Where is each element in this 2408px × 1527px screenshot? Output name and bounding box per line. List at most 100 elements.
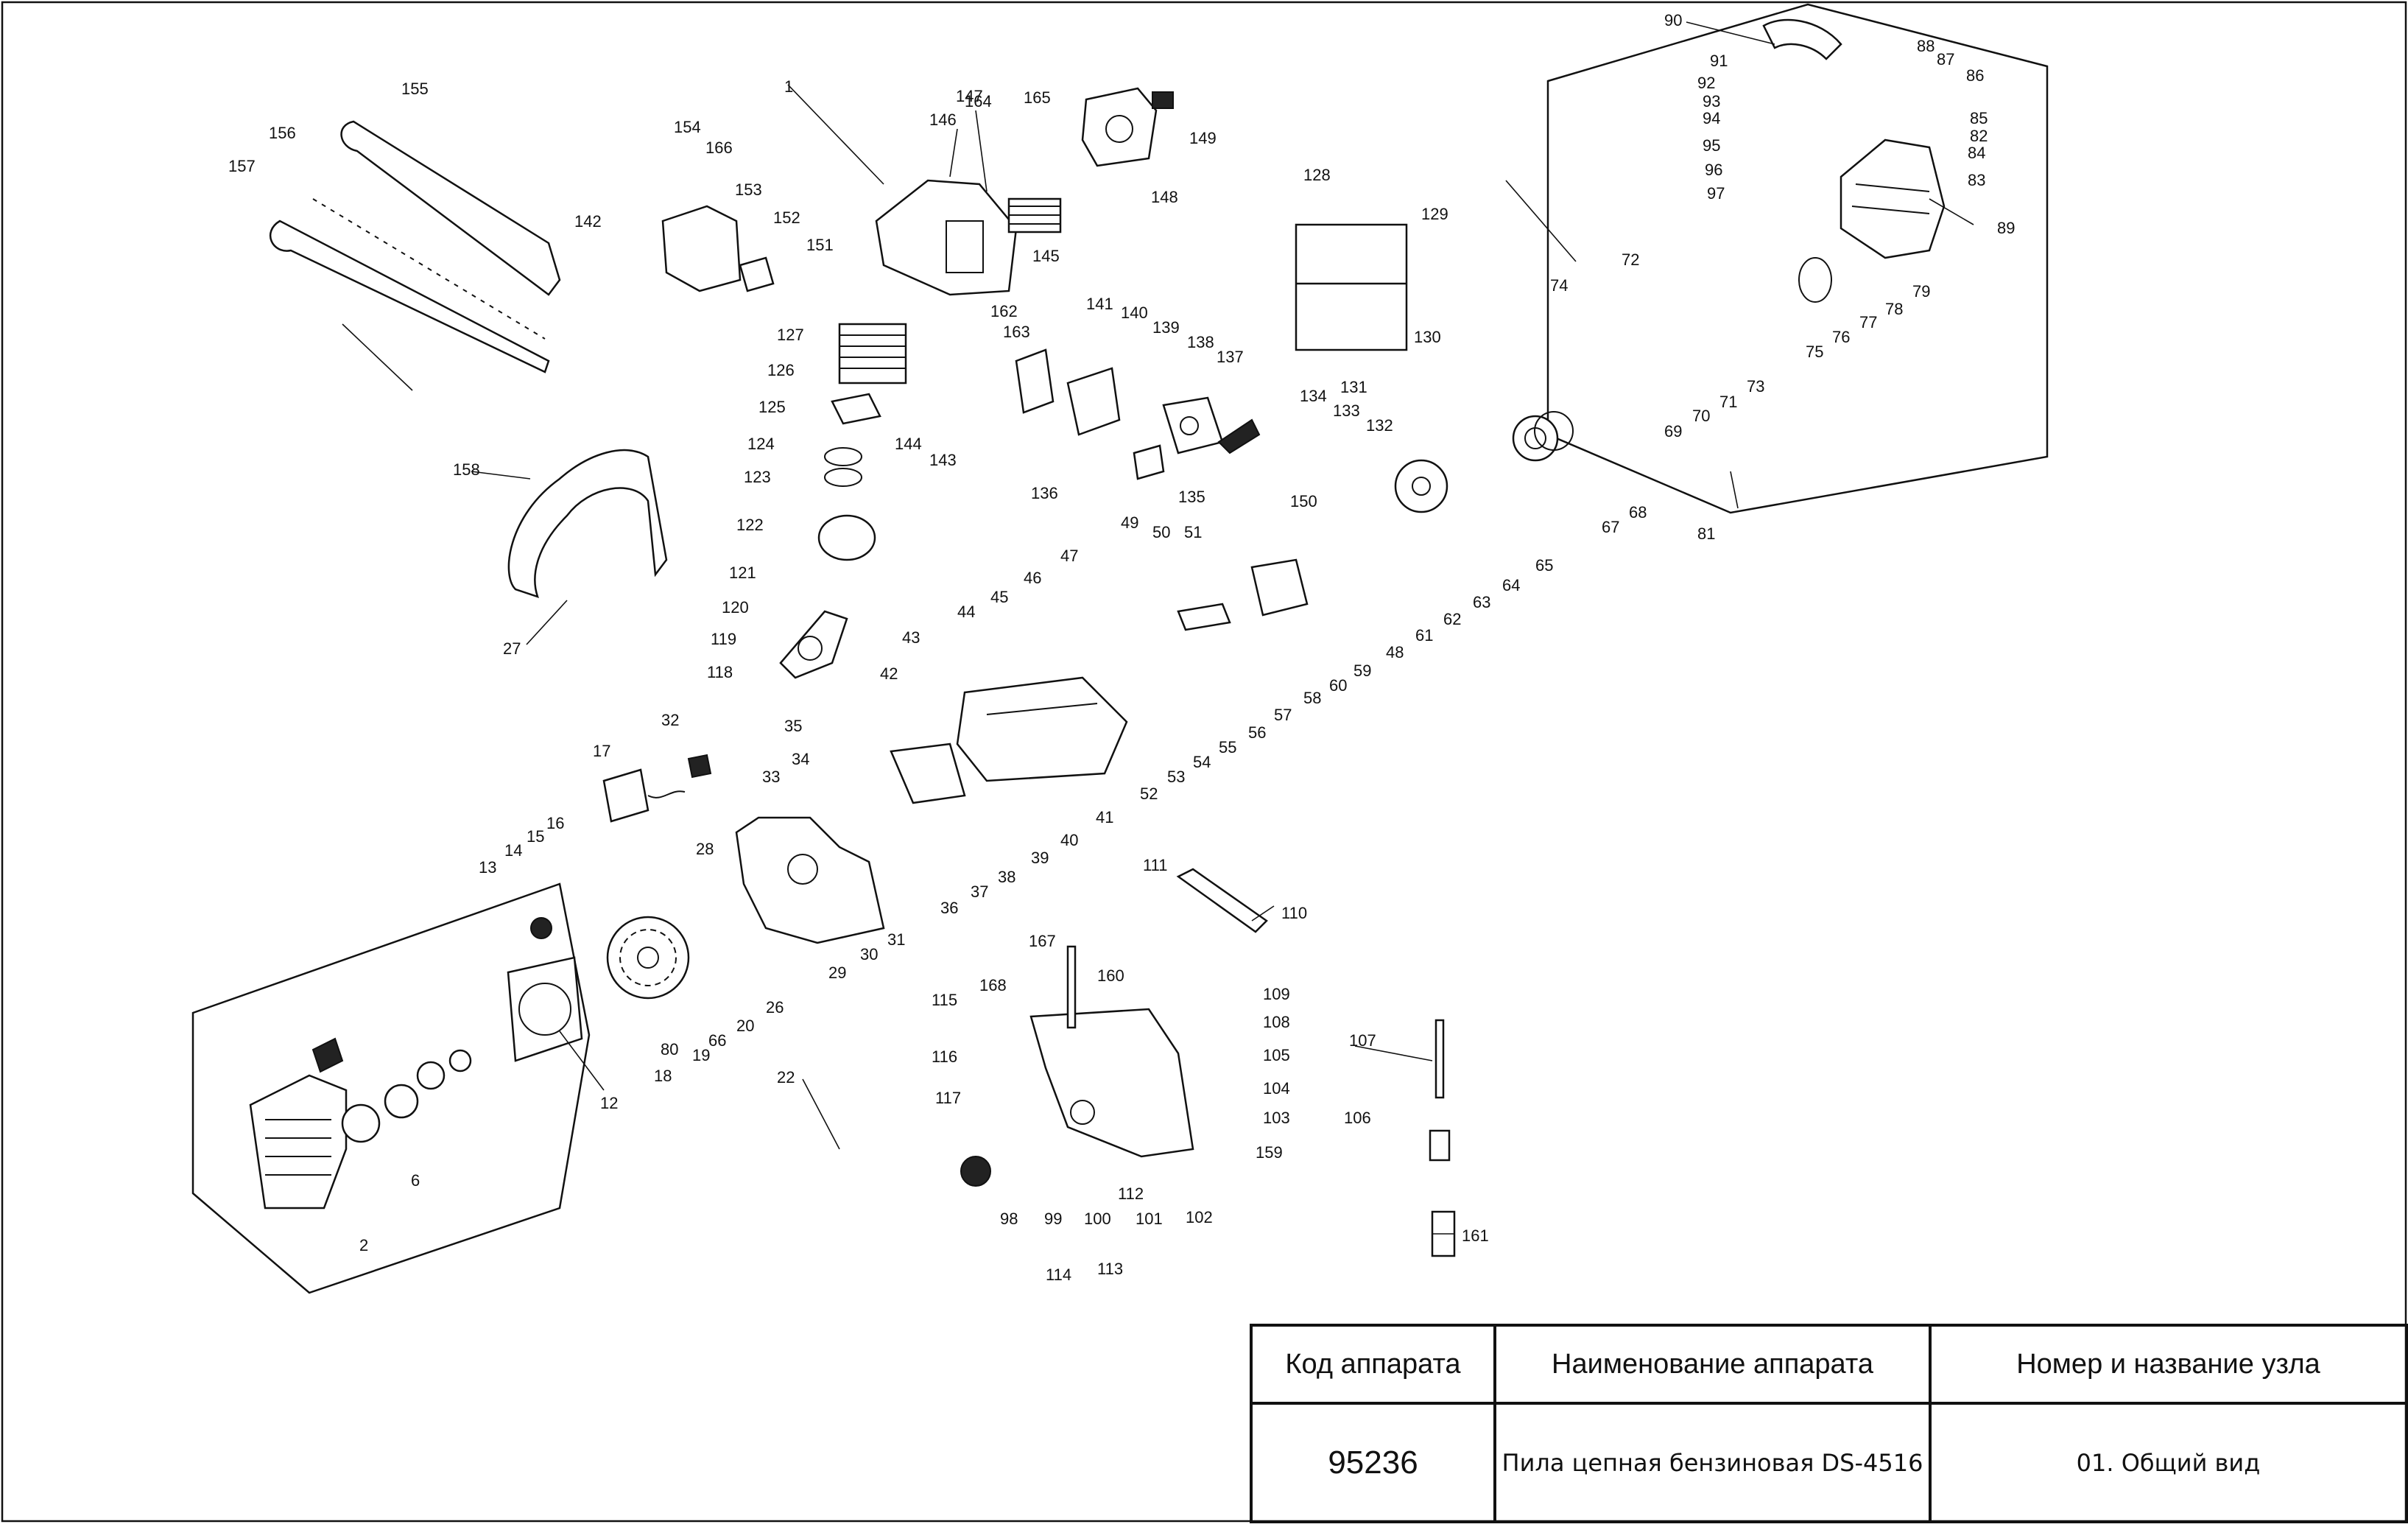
callout-53: 53 (1167, 768, 1186, 786)
callout-62: 62 (1443, 610, 1462, 628)
callout-159: 159 (1256, 1143, 1283, 1162)
guide-bar-157 (270, 220, 550, 373)
callout-26: 26 (766, 998, 784, 1017)
crankcase-31 (735, 816, 885, 944)
callout-153: 153 (735, 180, 762, 199)
fan-cover-12 (507, 956, 583, 1062)
callout-89: 89 (1997, 219, 2016, 237)
header-node-name: Номер и название узла (1929, 1324, 2408, 1405)
chain-tensioner-56 (1177, 603, 1231, 631)
callout-92: 92 (1697, 74, 1716, 92)
callout-109: 109 (1263, 985, 1290, 1003)
callout-67: 67 (1602, 518, 1620, 536)
title-block: Код аппарата Наименование аппарата Номер… (1250, 1324, 2408, 1523)
group-frame-air-filter-parts (1295, 223, 1408, 351)
callout-22: 22 (777, 1068, 795, 1087)
callout-102: 102 (1186, 1208, 1213, 1226)
callout-13: 13 (479, 858, 497, 877)
callout-108: 108 (1263, 1013, 1290, 1031)
fuel-pipe-107 (1434, 1019, 1445, 1099)
brake-band-76 (1798, 257, 1832, 303)
callout-63: 63 (1473, 593, 1491, 611)
callout-124: 124 (747, 435, 775, 453)
callout-119: 119 (711, 630, 737, 648)
callout-122: 122 (736, 516, 764, 534)
callout-76: 76 (1832, 328, 1851, 346)
callout-100: 100 (1084, 1210, 1111, 1228)
callout-168: 168 (979, 976, 1007, 994)
starter-pulley (341, 1049, 472, 1143)
callout-94: 94 (1703, 109, 1721, 127)
callout-133: 133 (1333, 401, 1360, 420)
callout-163: 163 (1003, 323, 1030, 341)
callout-50: 50 (1152, 523, 1171, 541)
callout-57: 57 (1274, 706, 1292, 724)
muffler-gasket-152 (739, 256, 775, 292)
callout-75: 75 (1806, 343, 1824, 361)
chain-brake-cover-81 (1840, 138, 1946, 259)
callout-61: 61 (1415, 626, 1434, 645)
callout-39: 39 (1031, 849, 1049, 867)
callout-126: 126 (767, 361, 795, 379)
callout-85: 85 (1970, 109, 1988, 127)
callout-142: 142 (574, 212, 602, 231)
callout-68: 68 (1629, 503, 1647, 522)
callout-141: 141 (1086, 295, 1113, 313)
callout-121: 121 (729, 564, 756, 582)
fuel-cap-98 (960, 1156, 991, 1187)
callout-80: 80 (661, 1040, 679, 1059)
callout-134: 134 (1300, 387, 1327, 405)
callout-74: 74 (1550, 276, 1569, 295)
callout-145: 145 (1032, 247, 1060, 265)
callout-90: 90 (1664, 11, 1683, 29)
knob-149 (1152, 91, 1174, 109)
callout-135: 135 (1178, 488, 1205, 506)
header-device-name: Наименование аппарата (1493, 1324, 1932, 1405)
callout-147: 147 (956, 87, 983, 105)
callout-154: 154 (674, 118, 701, 136)
callout-69: 69 (1664, 422, 1683, 440)
callout-36: 36 (940, 899, 959, 917)
callout-56: 56 (1248, 723, 1267, 742)
callout-111: 111 (1143, 856, 1168, 874)
callout-49: 49 (1121, 513, 1139, 532)
callout-38: 38 (998, 868, 1016, 886)
callout-73: 73 (1747, 377, 1765, 396)
callout-1: 1 (784, 77, 794, 96)
cylinder-127 (838, 323, 907, 385)
callout-137: 137 (1217, 348, 1244, 366)
starter-housing-2 (249, 1074, 348, 1210)
callout-107: 107 (1349, 1031, 1376, 1050)
callout-16: 16 (546, 814, 565, 832)
callout-130: 130 (1414, 328, 1441, 346)
callout-83: 83 (1968, 171, 1986, 189)
callout-52: 52 (1140, 784, 1158, 803)
callout-146: 146 (929, 110, 957, 129)
callout-37: 37 (971, 882, 989, 901)
cylinder-gasket-126 (831, 393, 881, 425)
air-filter-cover-146 (875, 179, 1018, 296)
callout-105: 105 (1263, 1046, 1290, 1064)
spark-plug-cap-32 (687, 754, 712, 779)
callout-149: 149 (1189, 129, 1217, 147)
callout-136: 136 (1031, 484, 1058, 502)
callout-166: 166 (705, 138, 733, 157)
callout-140: 140 (1121, 303, 1148, 322)
callout-152: 152 (773, 208, 800, 227)
callout-158: 158 (453, 460, 480, 479)
callout-99: 99 (1044, 1210, 1063, 1228)
flywheel-19 (606, 916, 690, 1000)
callout-78: 78 (1885, 300, 1904, 318)
callout-59: 59 (1353, 661, 1372, 680)
throttle-trigger-110 (1176, 868, 1268, 933)
callout-54: 54 (1193, 753, 1211, 771)
callout-110: 110 (1281, 904, 1308, 922)
callout-45: 45 (990, 588, 1009, 606)
callout-139: 139 (1152, 318, 1180, 337)
callout-115: 115 (932, 991, 958, 1009)
throttle-link-135 (1133, 444, 1165, 480)
callout-164: 164 (965, 92, 992, 110)
